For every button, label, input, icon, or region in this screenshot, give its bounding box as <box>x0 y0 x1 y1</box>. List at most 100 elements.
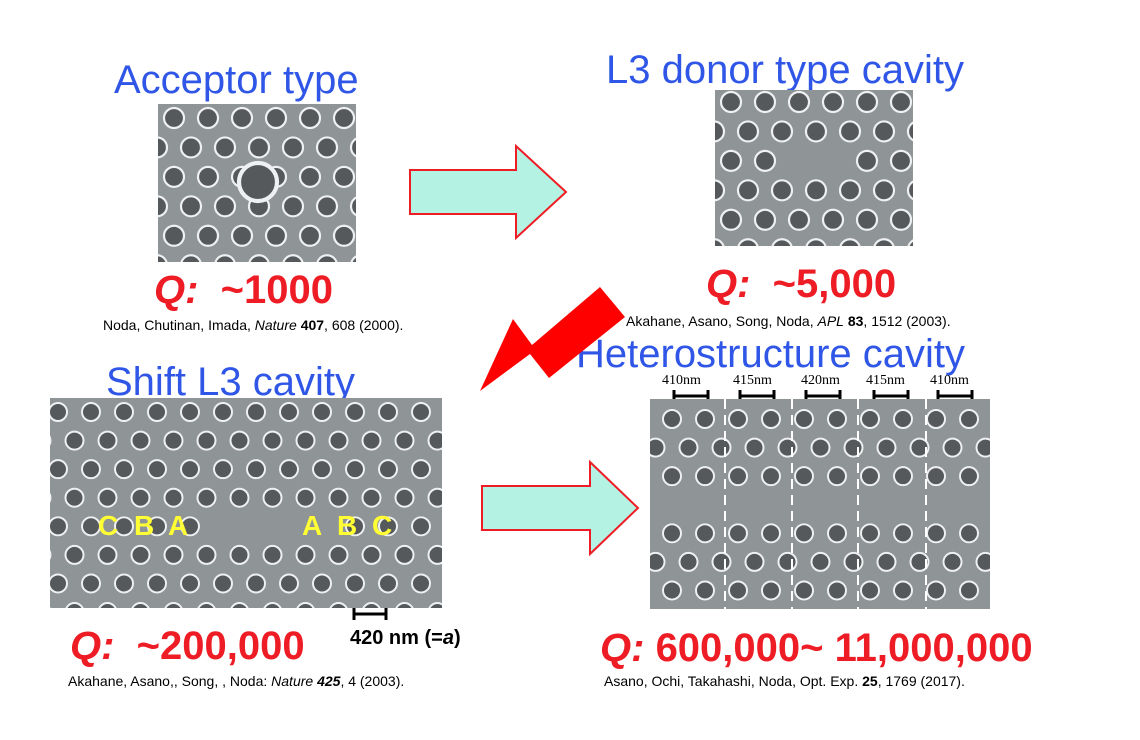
air-hole <box>959 466 979 487</box>
air-hole <box>744 437 765 458</box>
hole-label-a-left: A <box>168 510 189 541</box>
air-hole <box>753 90 777 114</box>
air-hole <box>804 179 828 202</box>
ref-journal: APL <box>817 313 844 329</box>
air-hole <box>97 544 118 565</box>
air-hole <box>230 602 249 608</box>
air-hole <box>213 136 237 159</box>
air-hole <box>719 149 743 172</box>
air-hole <box>843 551 864 572</box>
air-hole <box>263 602 282 608</box>
air-hole <box>794 466 814 487</box>
air-hole <box>262 487 283 508</box>
air-hole <box>736 179 760 202</box>
air-hole <box>728 523 748 544</box>
air-hole <box>332 224 356 247</box>
lattice-constant-5: 410nm <box>930 373 969 388</box>
air-hole <box>770 179 794 202</box>
air-hole <box>804 120 828 143</box>
arrow-right-top <box>409 143 568 241</box>
air-hole <box>794 580 814 601</box>
air-hole <box>130 430 151 451</box>
air-hole <box>196 487 217 508</box>
lattice-constant-2: 415nm <box>733 373 772 388</box>
acceptor-title: Acceptor type <box>114 58 359 102</box>
ref-pages: , 4 (2003). <box>340 673 405 689</box>
ref-pages: , 1512 (2003). <box>863 313 951 329</box>
air-hole <box>662 580 682 601</box>
air-hole <box>719 208 743 231</box>
q-symbol: Q: <box>706 262 751 306</box>
acceptor-reference: Noda, Chutinan, Imada, Nature 407, 608 (… <box>103 318 403 332</box>
ref-volume: 25 <box>862 673 878 689</box>
ref-authors: Noda, Chutinan, Imada, <box>103 317 255 333</box>
air-hole <box>855 208 879 231</box>
air-hole <box>805 238 827 246</box>
l3-q-value: Q: ~5,000 <box>706 264 896 304</box>
air-hole <box>926 523 946 544</box>
hole-label-c-left: C <box>98 510 119 541</box>
air-hole <box>147 402 167 422</box>
air-hole <box>678 551 699 572</box>
l3-sem-image <box>715 90 913 246</box>
air-hole <box>345 516 365 537</box>
air-hole <box>329 602 348 608</box>
air-hole <box>81 459 101 480</box>
air-hole <box>394 487 415 508</box>
air-hole <box>196 430 217 451</box>
air-hole <box>295 430 316 451</box>
air-hole <box>761 466 781 487</box>
air-hole <box>855 90 879 114</box>
q-number: ~200,000 <box>136 624 305 668</box>
air-hole <box>332 106 356 130</box>
air-hole <box>427 544 442 565</box>
air-hole <box>279 459 299 480</box>
air-hole <box>163 544 184 565</box>
air-hole <box>378 402 398 422</box>
air-hole <box>838 120 862 143</box>
air-hole <box>315 195 339 218</box>
air-hole <box>147 516 167 537</box>
l3-reference: Akahane, Asano, Song, Noda, APL 83, 1512… <box>626 314 951 328</box>
air-hole <box>662 466 682 487</box>
air-hole <box>361 430 382 451</box>
air-hole <box>889 208 913 231</box>
air-hole <box>197 602 216 608</box>
air-hole <box>50 435 52 446</box>
air-hole <box>162 224 186 247</box>
ref-journal: Nature <box>271 673 314 689</box>
air-hole <box>711 437 732 458</box>
air-hole <box>876 437 897 458</box>
air-hole <box>411 402 431 422</box>
arrow-right-bottom <box>481 459 640 557</box>
air-hole <box>860 409 880 429</box>
q-number: ~1000 <box>220 268 334 312</box>
hetero-q-value: Q: 600,000~ 11,000,000 <box>600 628 1033 668</box>
air-hole <box>180 573 200 594</box>
shift-sem-image <box>50 398 442 608</box>
air-hole <box>942 551 963 572</box>
air-hole <box>264 224 288 247</box>
air-hole <box>98 602 117 608</box>
air-hole <box>312 402 332 422</box>
air-hole <box>906 180 913 201</box>
air-hole <box>761 580 781 601</box>
air-hole <box>876 551 897 572</box>
air-hole <box>345 402 365 422</box>
air-hole <box>81 573 101 594</box>
air-hole <box>975 437 990 458</box>
air-hole <box>860 523 880 544</box>
air-hole <box>81 402 101 422</box>
air-hole <box>728 466 748 487</box>
q-symbol: Q: <box>70 624 115 668</box>
ref-pages: , 1769 (2017). <box>877 673 965 689</box>
air-hole <box>316 254 338 262</box>
air-hole <box>395 602 414 608</box>
air-hole <box>736 120 760 143</box>
air-hole <box>281 136 305 159</box>
air-hole <box>114 573 134 594</box>
ref-volume: 407 <box>300 317 325 333</box>
air-hole <box>214 254 236 262</box>
air-hole <box>350 255 356 262</box>
air-hole <box>97 430 118 451</box>
